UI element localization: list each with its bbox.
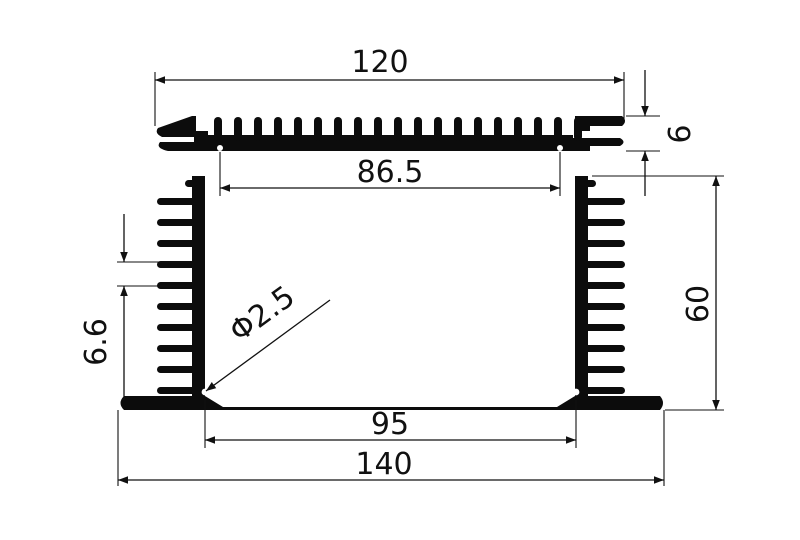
top-fin: [574, 117, 582, 141]
top-fin: [494, 117, 502, 141]
top-fin: [254, 117, 262, 141]
right-wall: [575, 176, 588, 396]
top-fin: [374, 117, 382, 141]
left-side-fin: [157, 261, 197, 268]
label-hole-diameter: Φ2.5: [223, 279, 301, 349]
left-side-fin: [157, 198, 197, 205]
right-side-fin: [584, 282, 625, 289]
label-top-plate-height: 9: [660, 124, 695, 143]
right-side-fins: [584, 180, 625, 394]
top-fin: [294, 117, 302, 141]
left-side-fin: [185, 180, 197, 187]
top-left-hook: [156, 116, 208, 151]
top-fin: [534, 117, 542, 141]
top-fin: [454, 117, 462, 141]
top-fin: [474, 117, 482, 141]
label-side-height: 60: [681, 285, 716, 323]
extrusion-profile: [120, 116, 663, 410]
label-top-width: 120: [351, 45, 408, 80]
bottom-right-screw-hole: [572, 388, 580, 396]
right-side-fin: [584, 180, 596, 187]
left-side-fin: [157, 324, 197, 331]
top-fin: [214, 117, 222, 141]
top-fin: [334, 117, 342, 141]
top-fin: [234, 117, 242, 141]
label-top-hole-spacing: 86.5: [357, 155, 424, 190]
top-fin: [274, 117, 282, 141]
top-fins: [214, 117, 582, 141]
base-plate: [120, 396, 663, 410]
dimension-lines: [118, 70, 720, 484]
right-side-fin: [584, 324, 625, 331]
top-fin: [354, 117, 362, 141]
top-fin: [514, 117, 522, 141]
left-side-fin: [157, 387, 197, 394]
left-side-fin: [157, 366, 197, 373]
label-base-width: 140: [355, 447, 412, 482]
right-side-fin: [584, 198, 625, 205]
left-side-fin: [157, 240, 197, 247]
top-right-hook: [575, 116, 625, 131]
top-fin: [434, 117, 442, 141]
top-fin: [554, 117, 562, 141]
left-side-fin: [157, 345, 197, 352]
right-side-fin: [584, 366, 625, 373]
top-fin: [394, 117, 402, 141]
top-fin: [414, 117, 422, 141]
left-wall: [192, 176, 205, 396]
right-side-fin: [584, 240, 625, 247]
left-side-fin: [157, 303, 197, 310]
label-fin-pitch: 6.6: [79, 318, 114, 366]
top-left-screw-hole: [217, 145, 223, 151]
right-side-fin: [584, 303, 625, 310]
label-bottom-hole-spacing: 95: [371, 407, 409, 442]
right-side-fin: [584, 261, 625, 268]
right-side-fin: [584, 387, 625, 394]
right-side-fin: [584, 345, 625, 352]
top-fin: [314, 117, 322, 141]
top-right-screw-hole: [557, 145, 563, 151]
left-side-fin: [157, 219, 197, 226]
left-side-fins: [157, 180, 197, 394]
right-side-fin: [584, 219, 625, 226]
hole-diameter-leader: [205, 299, 331, 392]
